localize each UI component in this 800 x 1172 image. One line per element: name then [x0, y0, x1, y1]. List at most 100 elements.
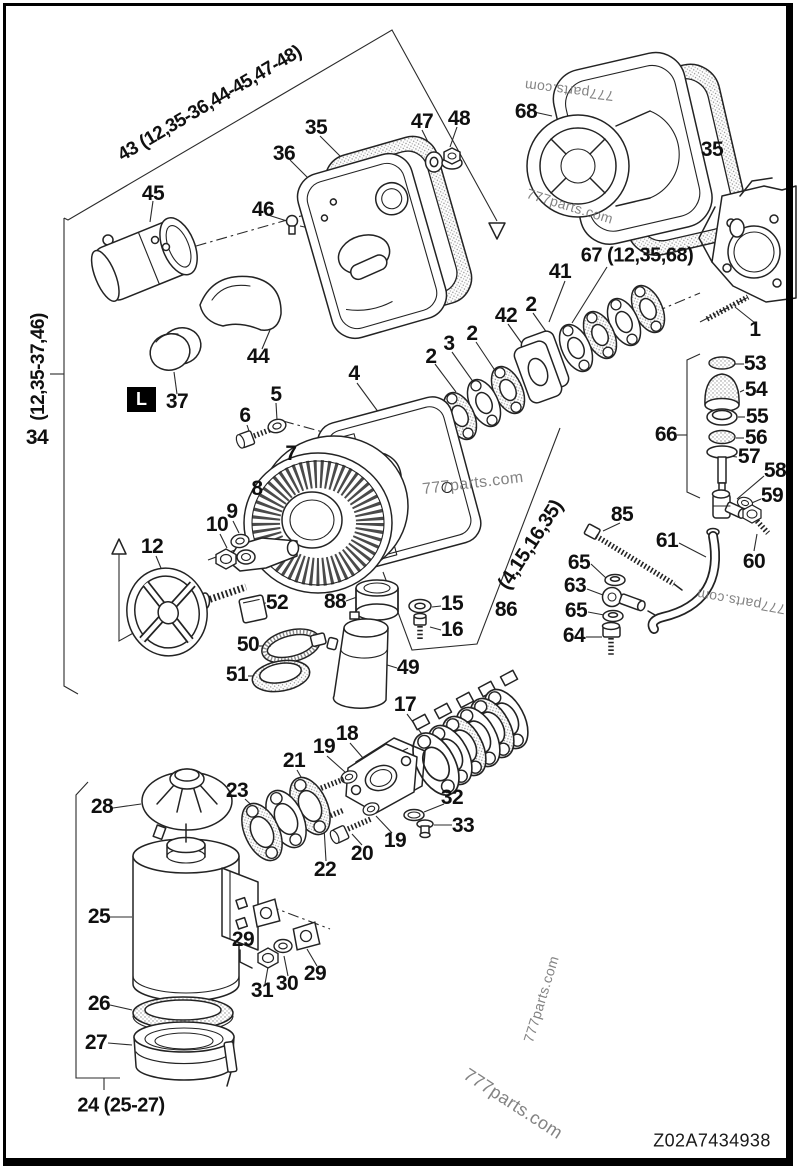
part-50-clamp: [261, 628, 327, 664]
part-61-hose: [647, 527, 721, 634]
label-part-49: 49: [396, 656, 420, 679]
gasket-stack-23: [232, 770, 340, 868]
label-group-24: 24 (25-27): [77, 1094, 165, 1117]
part-25-canister: [132, 823, 259, 1002]
label-part-36: 36: [272, 142, 296, 165]
label-part-19-a: 19: [312, 735, 336, 758]
label-part-21: 21: [282, 749, 306, 772]
label-part-53: 53: [743, 352, 767, 375]
group-66-parts: [704, 356, 740, 492]
label-part-22: 22: [313, 858, 337, 881]
gasket-stack-17: [402, 669, 538, 804]
label-part-3: 3: [443, 332, 455, 355]
part-26-ring: [132, 996, 234, 1033]
part-16-bolt: [413, 612, 427, 641]
label-part-55: 55: [745, 405, 769, 428]
label-part-2-a: 2: [425, 345, 437, 368]
label-part-66: 66: [654, 423, 678, 446]
label-part-20: 20: [350, 842, 374, 865]
part-52-clip: [238, 594, 268, 624]
part-44-elbow: [199, 275, 282, 331]
label-part-32: 32: [440, 786, 464, 809]
label-group-34: 34: [25, 426, 49, 449]
label-group-67: 67 (12,35,68): [580, 244, 694, 267]
part-29-square-nut-b: [292, 921, 321, 951]
label-part-51: 51: [225, 663, 249, 686]
label-part-65-a: 65: [567, 551, 591, 574]
gasket-stack-41: [435, 279, 673, 446]
label-part-60: 60: [742, 550, 766, 573]
part-33-plug: [416, 819, 434, 839]
label-part-42: 42: [494, 304, 518, 327]
label-part-45: 45: [141, 182, 165, 205]
label-part-59: 59: [760, 484, 784, 507]
part-64-bolt: [601, 621, 621, 656]
label-part-54: 54: [744, 378, 768, 401]
part-1-stud: [705, 294, 750, 322]
part-65-washer-top: [604, 573, 626, 587]
label-part-2-c: 2: [525, 293, 537, 316]
part-47-washer: [424, 151, 444, 173]
label-part-65-b: 65: [564, 599, 588, 622]
label-part-50: 50: [236, 633, 260, 656]
label-group-34-sub: (12,35-37,46): [28, 313, 49, 421]
part-42-spacer: [513, 330, 570, 404]
label-part-64: 64: [562, 624, 586, 647]
label-part-16: 16: [440, 618, 464, 641]
label-part-35-right: 35: [700, 138, 724, 161]
part-68-cover: [526, 51, 713, 245]
label-part-8: 8: [251, 477, 263, 500]
part-30-washer: [273, 938, 293, 954]
label-part-47: 47: [410, 110, 434, 133]
label-part-18: 18: [335, 722, 359, 745]
part-12-handwheel: [126, 567, 248, 657]
label-group-86: 86: [494, 598, 518, 621]
part-46-screw: [285, 214, 299, 235]
label-part-27: 27: [84, 1031, 108, 1054]
document-code: Z02A7434938: [653, 1130, 771, 1151]
part-53-disc: [708, 356, 736, 370]
label-part-23: 23: [225, 779, 249, 802]
label-part-5: 5: [270, 383, 282, 406]
carburetor: [698, 177, 797, 303]
label-part-88: 88: [323, 590, 347, 613]
canister-bracket: [221, 867, 259, 969]
label-part-33: 33: [451, 814, 475, 837]
label-part-10: 10: [205, 513, 229, 536]
label-part-2-b: 2: [466, 322, 478, 345]
part-51-foam-ring: [251, 659, 311, 693]
part-57-valve: [706, 445, 738, 492]
label-part-48: 48: [447, 107, 471, 130]
label-part-31: 31: [250, 979, 274, 1002]
label-part-7: 7: [285, 442, 297, 465]
part-6-bolt: [234, 426, 273, 450]
label-part-35-left: 35: [304, 116, 328, 139]
part-55-ring: [706, 408, 738, 426]
label-part-30: 30: [275, 972, 299, 995]
part-15-washer: [408, 598, 432, 614]
part-85-cable-tie: [583, 523, 683, 591]
label-part-52: 52: [265, 591, 289, 614]
part-31-nut: [257, 947, 279, 969]
label-part-4: 4: [348, 362, 360, 385]
l-marker-badge: L: [127, 387, 156, 412]
label-part-1: 1: [749, 318, 761, 341]
label-part-26: 26: [87, 992, 111, 1015]
part-27-bowl: [133, 1021, 238, 1087]
label-part-85: 85: [610, 503, 634, 526]
label-part-58: 58: [763, 459, 787, 482]
label-part-6: 6: [239, 404, 251, 427]
label-part-25: 25: [87, 905, 111, 928]
part-49-duct: [326, 611, 389, 709]
label-part-37: 37: [165, 390, 189, 413]
part-20-bolt: [327, 816, 373, 846]
label-part-68: 68: [514, 100, 538, 123]
part-45-tube: [90, 217, 198, 302]
flow-arrow-up-icon: [111, 538, 127, 555]
part-28-cap: [141, 768, 233, 841]
flow-arrow-down-icon: [488, 222, 506, 240]
part-18-flange: [345, 737, 426, 814]
part-63-banjo: [601, 586, 656, 616]
part-54-boot: [704, 373, 740, 413]
